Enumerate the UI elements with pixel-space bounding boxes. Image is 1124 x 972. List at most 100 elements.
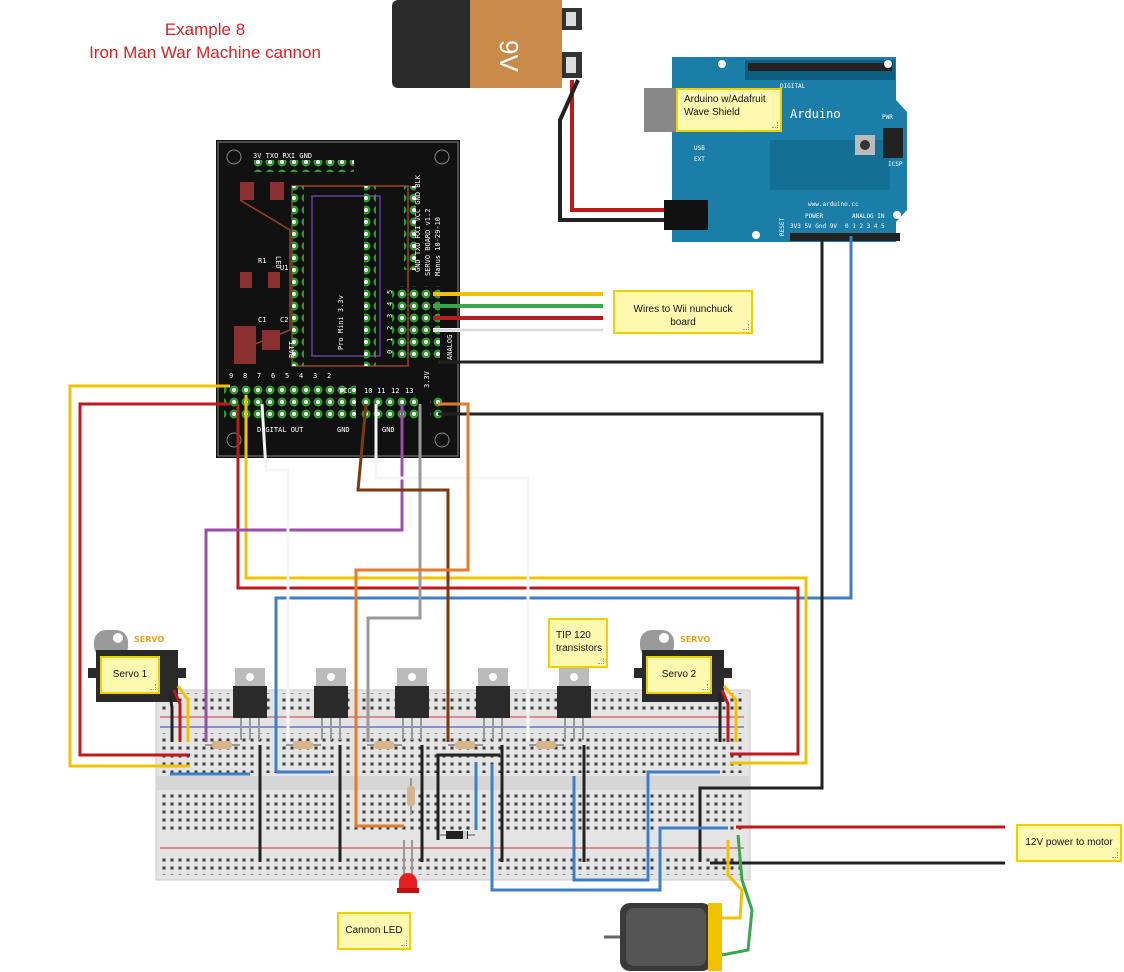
servo-board-analog-pin-0: 0 [386, 350, 394, 354]
servo-board-pin-6: 6 [271, 372, 275, 380]
servo-board-top-pins: 3V TXO RXI GND [253, 152, 312, 160]
transistor-3 [395, 668, 429, 740]
wire-breadboard-blue-3 [490, 764, 728, 892]
wire-servo1-signal-yellow [68, 384, 230, 768]
wire-battery-red [570, 80, 668, 212]
servo-board-gnd-left: GND [337, 426, 350, 434]
servo-board-pin-3: 3 [313, 372, 317, 380]
servo-board-analog-pin-5: 5 [386, 290, 394, 294]
wire-breadboard-black-6 [436, 753, 500, 840]
servo-board-pin-4: 4 [299, 372, 303, 380]
wire-orange [354, 402, 470, 828]
wire-ground-long [438, 412, 824, 862]
transistor-1 [233, 668, 267, 740]
note-12v-power: 12V power to motor [1016, 824, 1122, 862]
wire-breadboard-blue-4 [572, 770, 720, 882]
wire-white-1 [260, 403, 290, 742]
arduino-board: Arduino DIGITAL www.arduino.cc POWER ANA… [644, 57, 907, 242]
servo-board: 3V TXO RXI GND GND TXO RXI VCC GND BLK S… [216, 140, 460, 458]
wire-motor-yellow [722, 840, 744, 920]
wire-servo1-leads [168, 685, 190, 742]
servo-board-pin-8: 8 [243, 372, 247, 380]
servo-board-analog-pin-1: 1 [386, 338, 394, 342]
arduino-usb-label: USB [694, 145, 705, 152]
servo-board-analog-pin-2: 2 [386, 326, 394, 330]
transistor-2 [314, 668, 348, 740]
note-cannon-led: Cannon LED [337, 912, 411, 950]
note-wii-wires: Wires to Wii nunchuck board [613, 290, 753, 334]
arduino-ext-label: EXT [694, 156, 705, 163]
arduino-pwr-label: PWR [882, 114, 893, 121]
servo-board-analog-pin-4: 4 [386, 302, 394, 306]
wire-purple [204, 404, 404, 742]
resistor-4 [448, 741, 483, 749]
wire-white-2 [374, 404, 530, 742]
servo-board-analog: ANALOG [446, 335, 454, 360]
wire-battery-black [558, 79, 668, 222]
arduino-url: www.arduino.cc [808, 201, 859, 208]
servo-board-u1: U1 [280, 264, 288, 272]
servo-board-pin-12: 12 [391, 387, 399, 395]
motor [604, 903, 722, 971]
transistor-4 [476, 668, 510, 740]
arduino-power-label: POWER [805, 213, 823, 220]
servo-board-v33: 3.3V [423, 370, 431, 388]
servo-board-pin-7: 7 [257, 372, 261, 380]
servo-board-vcc: VCC [339, 387, 352, 395]
arduino-analog-label: ANALOG IN [852, 213, 885, 220]
wire-servo1-power-red [78, 402, 230, 757]
servo-board-author: Manus 10-29-10 [434, 217, 442, 276]
servo-board-analog-pin-3: 3 [386, 314, 394, 318]
servo-board-c2: C2 [280, 316, 288, 324]
wire-arduino-gnd [438, 236, 824, 364]
servo-board-pin-5: 5 [285, 372, 289, 380]
arduino-digital-label: DIGITAL [780, 83, 806, 90]
servo-board-gnd-right: GND [382, 426, 395, 434]
note-servo1: Servo 1 [100, 656, 160, 694]
wire-brown [356, 403, 450, 742]
diode [440, 831, 475, 839]
wire-servo2-power-red [236, 404, 800, 756]
servo-board-pin-2: 2 [327, 372, 331, 380]
battery-label: 9V [494, 40, 524, 72]
servo-1-brand: SERVO [134, 635, 164, 644]
wire-arduino-analog0 [274, 236, 853, 772]
arduino-analog-pins: 0 1 2 3 4 5 [845, 223, 885, 230]
servo-board-pin-13: 13 [405, 387, 413, 395]
servo-board-batt: BATT [288, 340, 296, 358]
servo-board-mcu: Pro Mini 3.3v [337, 295, 345, 350]
resistor-5 [529, 741, 564, 749]
servo-board-pin-11: 11 [377, 387, 385, 395]
wire-servo2-leads [718, 685, 738, 742]
resistor-1 [205, 741, 240, 749]
servo-board-led: LED [274, 256, 282, 269]
note-arduino: Arduino w/Adafruit Wave Shield [676, 88, 782, 132]
diagram-title-line1: Example 8 [164, 20, 246, 39]
servo-board-c1: C1 [258, 316, 266, 324]
servo-board-side-pins: GND TXO RXI VCC GND BLK [414, 174, 422, 272]
wires-nunchuck [433, 292, 603, 332]
servo-board-name: SERVO BOARD v1.2 [424, 209, 432, 276]
arduino-icsp-label: ICSP [888, 161, 903, 168]
wire-gray [366, 404, 422, 742]
resistor-2 [286, 741, 321, 749]
diagram-title-line2: Iron Man War Machine cannon [89, 43, 321, 62]
note-servo2: Servo 2 [646, 656, 712, 694]
servo-board-r1: R1 [258, 257, 266, 265]
battery-9v: 9V [392, 0, 582, 88]
cannon-led-component [397, 840, 419, 893]
note-tip120: TIP 120 transistors [548, 618, 608, 668]
resistor-3 [367, 741, 402, 749]
wire-motor-green [721, 834, 754, 957]
servo-board-digital-out: DIGITAL OUT [257, 426, 304, 434]
arduino-logo: Arduino [790, 107, 841, 121]
resistor-6 [407, 778, 415, 815]
servo-2-brand: SERVO [680, 635, 710, 644]
arduino-reset-label: RESET [779, 218, 786, 236]
transistor-5 [557, 668, 591, 740]
wire-servo2-signal-yellow [244, 395, 808, 765]
servo-board-pin-10: 10 [364, 387, 372, 395]
servo-board-pin-9: 9 [229, 372, 233, 380]
arduino-power-pins: 3V3 5V Gnd 9V [790, 223, 837, 230]
